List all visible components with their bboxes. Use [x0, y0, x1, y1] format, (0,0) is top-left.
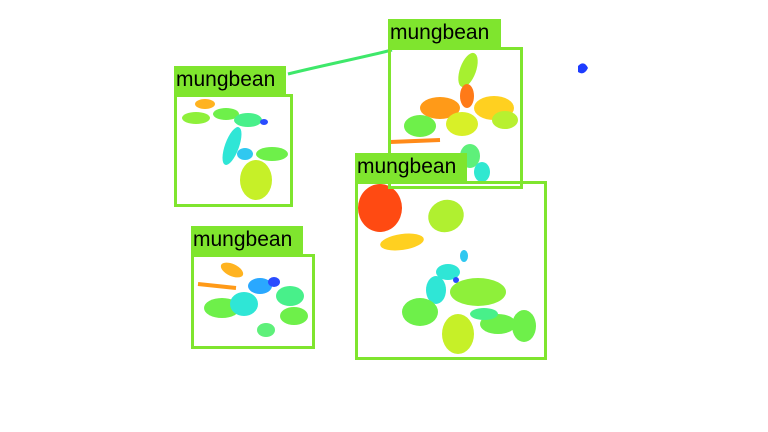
class-label-3: mungbean — [191, 226, 303, 254]
bounding-box-1 — [174, 94, 293, 207]
class-label-4: mungbean — [355, 153, 467, 181]
class-label-2: mungbean — [388, 19, 501, 47]
bounding-box-2 — [388, 47, 523, 189]
stray-streak — [287, 48, 393, 76]
plant-3 — [197, 262, 308, 337]
plant-1 — [182, 99, 288, 200]
bounding-box-3 — [191, 254, 315, 349]
class-label-1: mungbean — [174, 66, 286, 94]
plant-4 — [358, 184, 536, 354]
blue-speck — [578, 63, 588, 74]
bounding-box-4 — [355, 181, 547, 360]
